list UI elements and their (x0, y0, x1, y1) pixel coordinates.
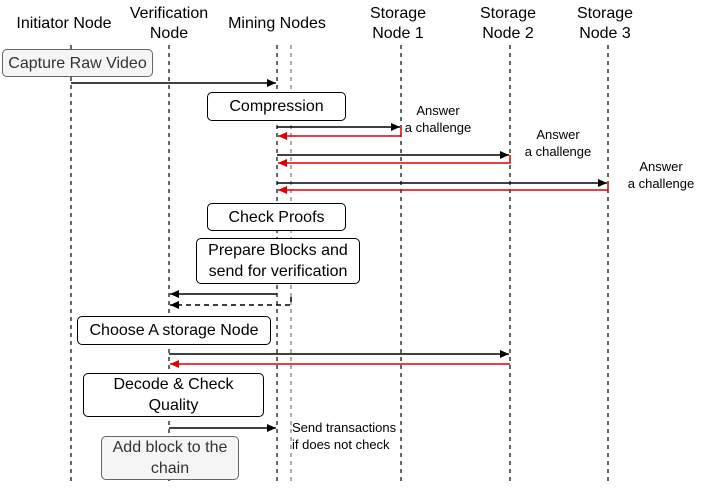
participant-storage2: Storage Node 2 (479, 5, 537, 42)
add-block-box: Add block to the chain (101, 436, 239, 480)
check-proofs-box: Check Proofs (207, 203, 346, 231)
arrow-mining-return-dashed (170, 297, 292, 309)
prepare-blocks-box: Prepare Blocks and send for verification (196, 238, 360, 284)
note-send-transactions: Send transactions if does not check (292, 420, 397, 452)
decode-check-quality-box: Decode & Check Quality (83, 373, 264, 417)
participant-storage1: Storage Node 1 (369, 5, 427, 42)
note-answer-challenge-2: Answer a challenge (524, 127, 592, 159)
capture-raw-video-box: Capture Raw Video (2, 49, 153, 77)
participant-initiator: Initiator Node (16, 15, 112, 32)
participant-mining: Mining Nodes (228, 15, 326, 32)
choose-storage-node-box: Choose A storage Node (77, 316, 271, 345)
compression-box: Compression (207, 92, 346, 121)
arrow-storage2-response (278, 155, 511, 167)
participant-verification: Verification Node (129, 5, 209, 42)
messages (71, 79, 609, 432)
arrow-storage1-response (278, 127, 402, 140)
note-answer-challenge-3: Answer a challenge (627, 159, 695, 191)
participant-storage3: Storage Node 3 (576, 5, 634, 42)
arrow-storage3-response (278, 183, 609, 194)
note-answer-challenge-1: Answer a challenge (404, 103, 472, 135)
